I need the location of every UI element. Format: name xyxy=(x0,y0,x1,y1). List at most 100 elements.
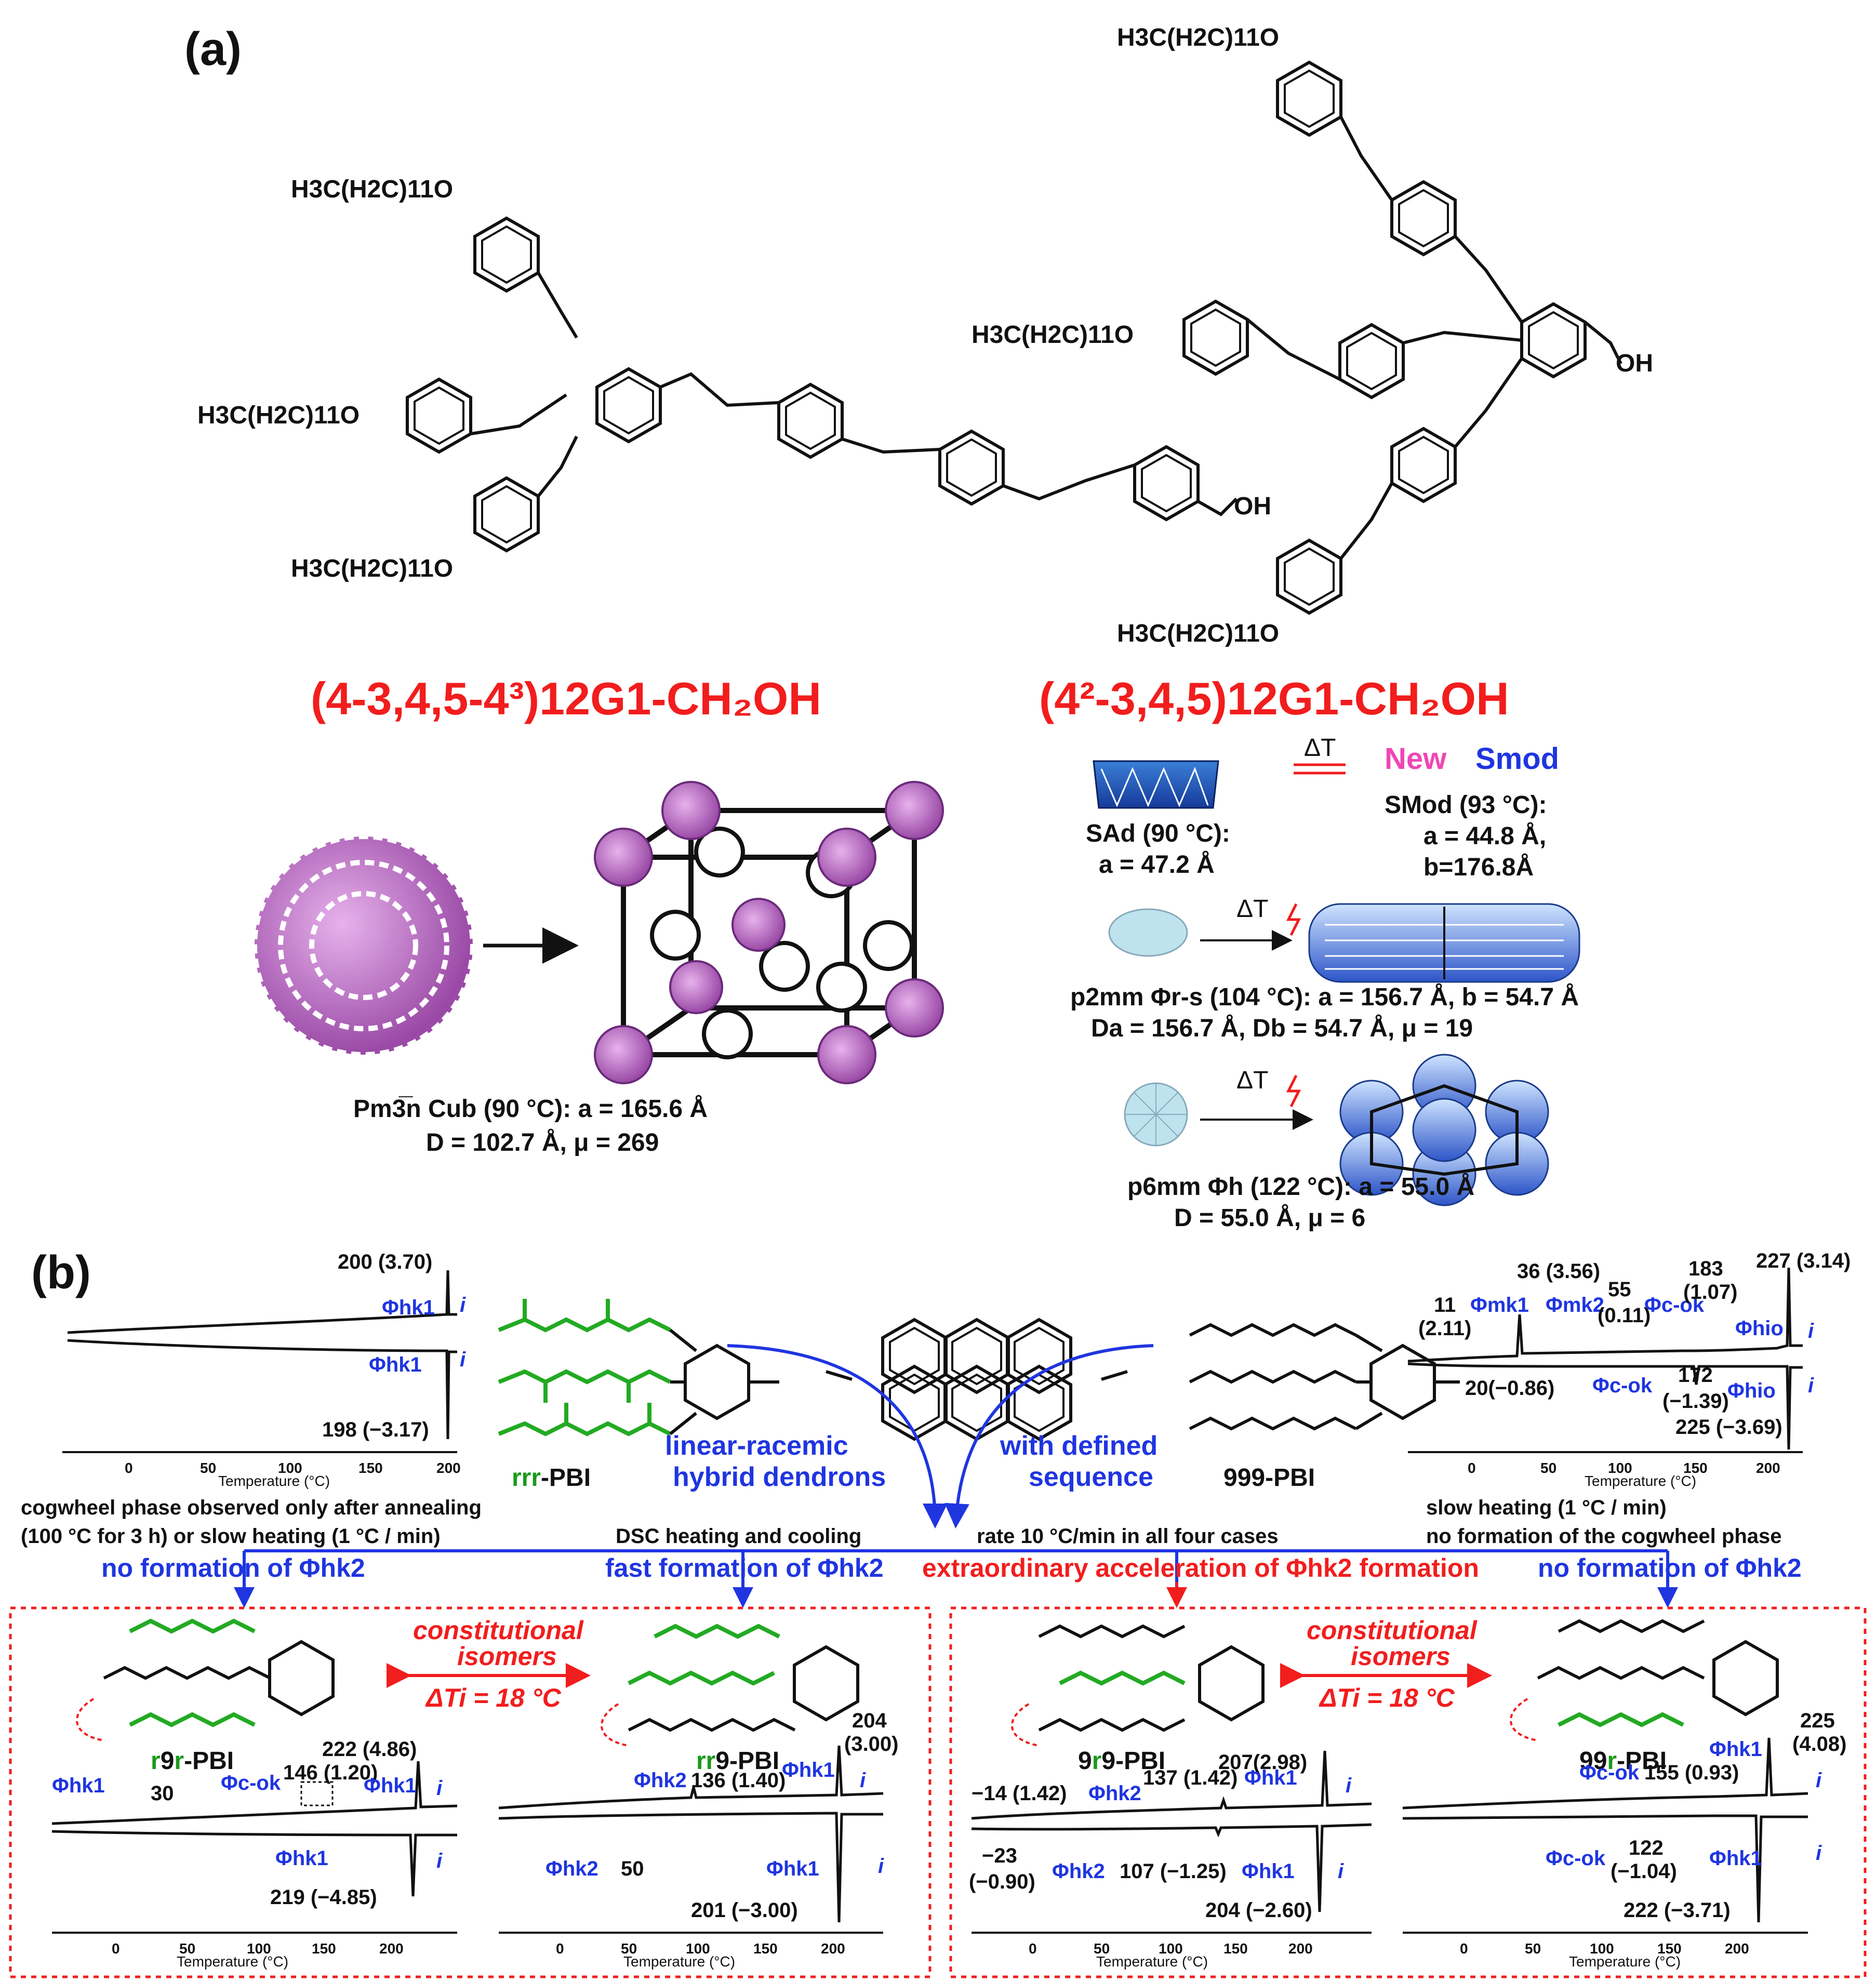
peak-label: (−1.39) xyxy=(1662,1390,1729,1413)
p2mm-caption-line1: p2mm Φr-s (104 °C): a = 156.7 Å, b = 54.… xyxy=(1070,983,1579,1011)
molecule-left-name: (4-3,4,5-4³)12G1-CH₂OH xyxy=(311,673,821,724)
peak-label: 198 (−3.17) xyxy=(322,1418,429,1441)
peak-label: 155 (0.93) xyxy=(1644,1761,1739,1784)
tick-label: 200 xyxy=(821,1940,845,1957)
x-axis-label: Temperature (°C) xyxy=(177,1953,288,1970)
status-label: no formation of Φhk2 xyxy=(1538,1553,1802,1583)
isomers-line2: isomers xyxy=(457,1642,557,1671)
peak-label: 172 xyxy=(1678,1364,1713,1387)
isotropic-label: i xyxy=(1346,1774,1352,1797)
phase-label: Φhk1 xyxy=(364,1774,417,1797)
tick-label: 150 xyxy=(1683,1460,1708,1476)
tick-label: 0 xyxy=(1468,1460,1476,1476)
x-axis-label: Temperature (°C) xyxy=(623,1953,735,1970)
hydroxyl-label: OH xyxy=(1616,350,1653,377)
defined-sequence-line1: with defined xyxy=(1000,1431,1157,1461)
tick-label: 0 xyxy=(112,1940,120,1957)
tick-label: 0 xyxy=(1029,1940,1037,1957)
flow-arrow xyxy=(944,1344,1154,1528)
peak-label: 136 (1.40) xyxy=(691,1769,786,1792)
phase-label: Φhk1 xyxy=(782,1759,835,1781)
isomers-right: constitutional isomers ΔTi = 18 °C xyxy=(1280,1616,1492,1712)
phase-label: Φhk2 xyxy=(1052,1860,1105,1883)
cubic-lattice xyxy=(594,781,944,1084)
dsc-plot-99r: 225 (4.08) Φhk1 Φc-ok 155 (0.93) Φc-ok 1… xyxy=(1402,1709,1847,1970)
peak-label: 137 (1.42) xyxy=(1143,1766,1238,1789)
tick-label: 0 xyxy=(556,1940,564,1957)
dsc-plot-999: 11 Φmk1 (2.11) 36 (3.56) Φmk2 55 (0.11) … xyxy=(1407,1249,1851,1489)
phase-label: Φmk1 xyxy=(1470,1294,1529,1317)
status-label: fast formation of Φhk2 xyxy=(605,1553,884,1583)
peak-label: 36 (3.56) xyxy=(1517,1260,1600,1283)
isomers-line1: constitutional xyxy=(413,1616,584,1645)
equilibrium-arrow xyxy=(1294,763,1346,775)
chain-label: H3C(H2C)11O xyxy=(197,402,360,429)
p2mm-caption-line2: Da = 156.7 Å, Db = 54.7 Å, μ = 19 xyxy=(1091,1014,1473,1042)
delta-t-label: ΔT xyxy=(1236,895,1268,923)
tick-label: 50 xyxy=(1540,1460,1556,1476)
group-box-left xyxy=(9,1606,932,1978)
tick-label: 100 xyxy=(686,1940,710,1957)
dsc-plot-r9r: 222 (4.86) Φhk1 30 Φc-ok 146 (1.20) Φhk1… xyxy=(51,1738,458,1970)
tick-label: 150 xyxy=(358,1460,383,1476)
peak-label: 146 (1.20) xyxy=(283,1761,378,1784)
phase-label: Φc-ok xyxy=(1644,1294,1705,1317)
peak-label: 222 (−3.71) xyxy=(1624,1899,1731,1922)
peak-label: 20(−0.86) xyxy=(1465,1377,1554,1400)
phase-label: Φhk1 xyxy=(766,1857,819,1880)
phase-label: Φhk2 xyxy=(545,1857,598,1880)
isotropic-label: i xyxy=(460,1294,466,1317)
note-mid-line2: rate 10 °C/min in all four cases xyxy=(977,1525,1279,1548)
peak-label: 204 (−2.60) xyxy=(1205,1899,1312,1922)
distribution-line xyxy=(243,1549,1669,1595)
phase-label: Φhk2 xyxy=(634,1769,687,1792)
group-box-right xyxy=(949,1606,1867,1978)
linear-racemic-line2: hybrid dendrons xyxy=(673,1462,886,1492)
note-right-line2: no formation of the cogwheel phase xyxy=(1426,1525,1782,1548)
delta-ti: ΔTi = 18 °C xyxy=(1319,1683,1455,1712)
disc-graphic xyxy=(1108,908,1188,957)
peak-label: (3.00) xyxy=(844,1733,899,1756)
note-left-line1: cogwheel phase observed only after annea… xyxy=(21,1496,482,1519)
99r-dendron xyxy=(1510,1619,1777,1741)
phase-label: Φc-ok xyxy=(221,1772,281,1794)
status-label: extraordinary acceleration of Φhk2 forma… xyxy=(922,1553,1479,1583)
phase-label: Φhk1 xyxy=(1709,1738,1762,1761)
peak-label: 50 xyxy=(621,1857,644,1880)
tick-label: 50 xyxy=(1094,1940,1110,1957)
peak-label: (−1.04) xyxy=(1611,1860,1677,1883)
isotropic-label: i xyxy=(878,1855,884,1878)
peak-label: 200 (3.70) xyxy=(338,1251,432,1273)
phase-label: Φhio xyxy=(1727,1379,1776,1402)
molecule-left: H3C(H2C)11O H3C(H2C)11O H3C(H2C)11O OH xyxy=(197,176,1271,582)
peak-label: 11 xyxy=(1434,1294,1456,1317)
peak-label: 30 xyxy=(151,1782,174,1805)
tick-label: 50 xyxy=(200,1460,216,1476)
999-dendron xyxy=(1189,1323,1460,1431)
9r9-dendron xyxy=(1011,1624,1263,1747)
note-mid-line1: DSC heating and cooling xyxy=(616,1525,861,1548)
isomers-line2: isomers xyxy=(1351,1642,1451,1671)
smectic-right-line1: SMod (93 °C): xyxy=(1385,791,1547,819)
tick-label: 50 xyxy=(1525,1940,1541,1957)
peak-label: (0.11) xyxy=(1598,1304,1651,1327)
pbi-core xyxy=(826,1320,1128,1439)
x-axis-label: Temperature (°C) xyxy=(1585,1473,1696,1489)
isotropic-label: i xyxy=(1816,1769,1822,1792)
peak-label: 107 (−1.25) xyxy=(1120,1860,1227,1883)
rrr-pbi-name: rrr-PBI xyxy=(512,1464,591,1492)
tick-label: 150 xyxy=(1657,1940,1682,1957)
peak-label: 207(2.98) xyxy=(1218,1751,1307,1774)
equilibrium-arrow xyxy=(1286,1074,1301,1108)
panel-a-label: (a) xyxy=(184,23,242,75)
x-axis-label: Temperature (°C) xyxy=(1096,1953,1208,1970)
peak-label: −14 (1.42) xyxy=(972,1782,1067,1805)
peak-label: 219 (−4.85) xyxy=(270,1886,377,1909)
tick-label: 200 xyxy=(1725,1940,1749,1957)
999-pbi-name: 999-PBI xyxy=(1223,1464,1315,1492)
smectic-right-line3: b=176.8Å xyxy=(1423,853,1534,881)
phase-label: Φhk1 xyxy=(1709,1847,1762,1870)
tick-label: 200 xyxy=(379,1940,404,1957)
